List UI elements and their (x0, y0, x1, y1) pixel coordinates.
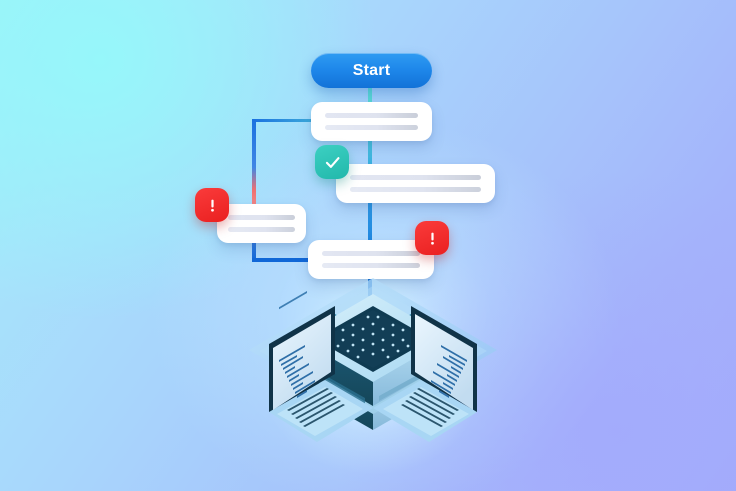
check-glyph (325, 156, 340, 168)
isometric-server-illustration (249, 278, 497, 442)
node-text-line (228, 227, 295, 232)
node-text-line (322, 263, 420, 268)
start-button[interactable]: Start (311, 53, 432, 88)
laptop-code-right (373, 306, 477, 442)
flow-node-1[interactable] (311, 102, 432, 141)
node-text-line (325, 125, 418, 130)
node-text-line (228, 215, 295, 220)
connector-left-branch (252, 119, 256, 261)
alert-exclamation-icon (415, 221, 449, 255)
node-text-line (350, 175, 481, 180)
node-text-line (322, 251, 420, 256)
node-text-line (350, 187, 481, 192)
exclamation-glyph (210, 199, 214, 212)
alert-exclamation-icon (195, 188, 229, 222)
flow-node-3[interactable] (217, 204, 306, 243)
connector-bottom-branch (252, 258, 362, 262)
laptop-code-left (269, 291, 373, 442)
node-text-line (325, 113, 418, 118)
check-icon (315, 145, 349, 179)
flow-node-4[interactable] (308, 240, 434, 279)
flow-node-2[interactable] (336, 164, 495, 203)
exclamation-glyph (430, 232, 434, 245)
